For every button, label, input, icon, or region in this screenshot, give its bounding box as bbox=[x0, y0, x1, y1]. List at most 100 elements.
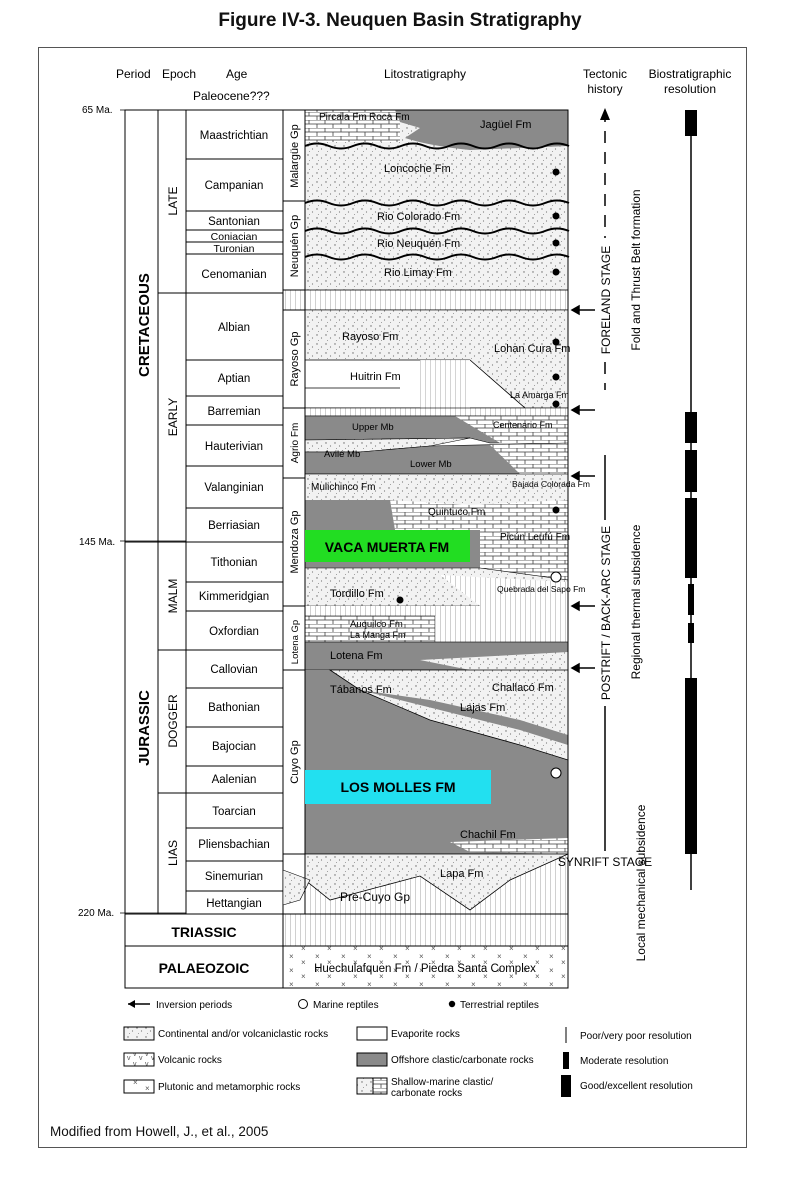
group-neuquen: Neuquén Gp bbox=[289, 215, 301, 277]
period-jurassic: JURASSIC bbox=[136, 690, 153, 766]
legend-continental: Continental and/or volcaniclastic rocks bbox=[158, 1029, 328, 1040]
epoch-malm: MALM bbox=[166, 579, 180, 614]
period-cretaceous: CRETACEOUS bbox=[136, 273, 153, 377]
tectonic-synrift: SYNRIFT STAGE bbox=[558, 855, 652, 869]
age-berriasian: Berriasian bbox=[208, 520, 260, 532]
group-agrio: Agrio Fm bbox=[290, 423, 301, 464]
fm-lotena: Lotena Fm bbox=[330, 650, 383, 662]
epoch-dogger: DOGGER bbox=[166, 694, 180, 748]
period-triassic: TRIASSIC bbox=[171, 924, 236, 940]
legend-volcanic: Volcanic rocks bbox=[158, 1055, 222, 1066]
legend-offshore: Offshore clastic/carbonate rocks bbox=[391, 1055, 534, 1066]
reptile-markers bbox=[396, 168, 562, 779]
fm-challaco: Challacó Fm bbox=[492, 682, 554, 694]
fm-pre-cuyo: Pre-Cuyo Gp bbox=[340, 890, 410, 904]
legend-moderate: Moderate resolution bbox=[580, 1056, 668, 1067]
fm-tordillo: Tordillo Fm bbox=[330, 588, 384, 600]
fm-lapa: Lapa Fm bbox=[440, 868, 483, 880]
legend-plutonic: Plutonic and metamorphic rocks bbox=[158, 1082, 300, 1093]
fm-upper-mb: Upper Mb bbox=[352, 422, 394, 433]
age-hettangian: Hettangian bbox=[206, 898, 262, 910]
figure-title: Figure IV-3. Neuquen Basin Stratigraphy bbox=[218, 10, 582, 31]
los-molles-label: LOS MOLLES FM bbox=[340, 779, 455, 795]
fm-pircala: Pircala Fm bbox=[319, 112, 367, 123]
legend-inversion: Inversion periods bbox=[156, 1000, 232, 1011]
epoch-lias: LIAS bbox=[166, 840, 180, 866]
group-cuyo: Cuyo Gp bbox=[289, 740, 301, 783]
fm-auquilco: Auquilco Fm bbox=[350, 619, 403, 630]
fm-picun-leufu: Picún Leufú Fm bbox=[500, 532, 570, 543]
fm-loncoche: Loncoche Fm bbox=[384, 163, 451, 175]
time-145: 145 Ma. bbox=[79, 537, 115, 548]
age-aptian: Aptian bbox=[218, 373, 251, 385]
fm-chachil: Chachil Fm bbox=[460, 829, 516, 841]
fm-tabanos: Tábanos Fm bbox=[330, 684, 392, 696]
age-coniacian: Coniacian bbox=[211, 231, 258, 243]
fm-centenario: Centenario Fm bbox=[493, 420, 553, 430]
age-turonian: Turonian bbox=[213, 243, 254, 255]
legend-evaporite: Evaporite rocks bbox=[391, 1029, 460, 1040]
header-biostratigraphic: Biostratigraphic bbox=[649, 67, 732, 81]
period-palaeozoic: PALAEOZOIC bbox=[159, 960, 250, 976]
header-epoch: Epoch bbox=[162, 67, 196, 81]
tectonic-column bbox=[570, 108, 610, 890]
vaca-muerta-box bbox=[305, 530, 470, 562]
age-barremian: Barremian bbox=[207, 406, 260, 418]
fm-lajas: Lajas Fm bbox=[460, 702, 505, 714]
age-maastrichtian: Maastrichtian bbox=[200, 130, 268, 142]
fm-avile-mb: Avilé Mb bbox=[324, 449, 360, 460]
age-pliensbachian: Pliensbachian bbox=[198, 839, 270, 851]
age-aalenian: Aalenian bbox=[212, 774, 257, 786]
age-santonian: Santonian bbox=[208, 216, 260, 228]
biostratigraphic-column bbox=[685, 110, 697, 890]
header-age: Age bbox=[226, 67, 248, 81]
age-oxfordian: Oxfordian bbox=[209, 626, 259, 638]
header-period: Period bbox=[116, 67, 151, 81]
header-tectonic: Tectonic bbox=[583, 67, 627, 81]
fm-huitrin: Huitrin Fm bbox=[350, 371, 401, 383]
fm-rio-neuquen: Rio Neuquén Fm bbox=[377, 238, 460, 250]
epoch-early: EARLY bbox=[166, 398, 180, 436]
vaca-muerta-label: VACA MUERTA FM bbox=[325, 539, 449, 555]
header-litostratigraphy: Litostratigraphy bbox=[384, 67, 466, 81]
group-mendoza: Mendoza Gp bbox=[289, 511, 301, 574]
age-valanginian: Valanginian bbox=[204, 482, 263, 494]
header-history: history bbox=[587, 82, 622, 96]
group-column bbox=[282, 109, 306, 915]
legend-shallow-2: carbonate rocks bbox=[391, 1088, 462, 1099]
fm-rio-limay: Rio Limay Fm bbox=[384, 267, 452, 279]
time-220: 220 Ma. bbox=[78, 908, 114, 919]
legend-marine: Marine reptiles bbox=[313, 1000, 379, 1011]
age-tithonian: Tithonian bbox=[211, 557, 258, 569]
legend-good: Good/excellent resolution bbox=[580, 1081, 693, 1092]
fm-rio-colorado: Rio Colorado Fm bbox=[377, 211, 460, 223]
fm-huechulafquen: Huechulafquen Fm / Piedra Santa Complex bbox=[314, 963, 536, 975]
header-paleocene: Paleocene??? bbox=[193, 89, 270, 103]
age-toarcian: Toarcian bbox=[212, 806, 255, 818]
tectonic-postrift: POSTRIFT / BACK-ARC STAGE bbox=[599, 526, 613, 700]
age-sinemurian: Sinemurian bbox=[205, 871, 263, 883]
age-cenomanian: Cenomanian bbox=[201, 269, 266, 281]
age-campanian: Campanian bbox=[205, 180, 264, 192]
fm-quebrada-del-sapo: Quebrada del Sapo Fm bbox=[497, 584, 585, 594]
fm-rayoso: Rayoso Fm bbox=[342, 331, 398, 343]
header-resolution: resolution bbox=[664, 82, 716, 96]
fm-lohan-cura: Lohan Cura Fm bbox=[494, 343, 570, 355]
legend-poor: Poor/very poor resolution bbox=[580, 1031, 692, 1042]
fm-bajada-colorada: Bajada Colorada Fm bbox=[512, 479, 590, 489]
age-bathonian: Bathonian bbox=[208, 702, 260, 714]
legend-terrestrial: Terrestrial reptiles bbox=[460, 1000, 539, 1011]
fm-quintuco: Quintuco Fm bbox=[428, 507, 485, 518]
los-molles-box bbox=[305, 770, 491, 804]
time-65: 65 Ma. bbox=[82, 105, 113, 116]
age-albian: Albian bbox=[218, 322, 250, 334]
age-kimmeridgian: Kimmeridgian bbox=[199, 591, 269, 603]
fm-jaguel: Jagüel Fm bbox=[480, 119, 531, 131]
age-column bbox=[185, 109, 284, 915]
tectonic-fold: Fold and Thrust Belt formation bbox=[629, 189, 643, 350]
litostratigraphy-panel bbox=[282, 109, 570, 989]
fm-la-manga: La Manga Fm bbox=[350, 630, 406, 640]
figure-frame bbox=[38, 47, 747, 1148]
tectonic-regional: Regional thermal subsidence bbox=[629, 524, 643, 679]
